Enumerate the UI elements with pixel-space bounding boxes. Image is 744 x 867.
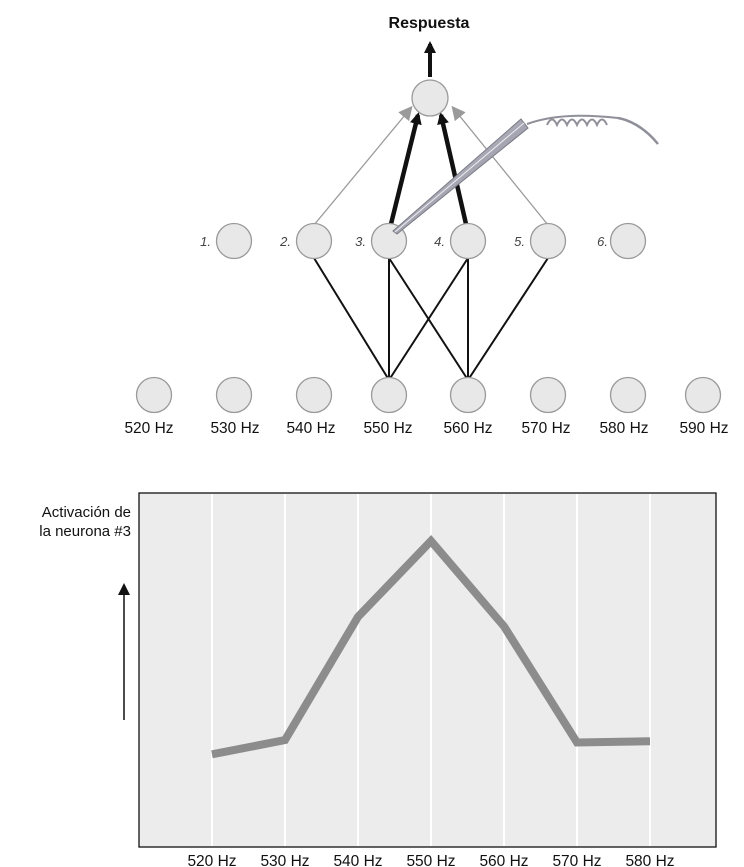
neuron-4-index: 4.	[434, 234, 445, 249]
neuron-1	[215, 222, 253, 260]
input-label-550: 550 Hz	[363, 420, 412, 437]
activation-chart: Activación de la neurona #3 520 Hz 530 Hz…	[39, 492, 717, 867]
input-node-550	[370, 376, 408, 414]
input-label-590: 590 Hz	[679, 420, 728, 437]
input-label-570: 570 Hz	[521, 420, 570, 437]
gridlines	[211, 494, 651, 846]
plot-panel	[138, 492, 717, 848]
arrow-5-to-output	[451, 105, 549, 226]
input-node-560	[449, 376, 487, 414]
input-node-580	[609, 376, 647, 414]
input-layer: 520 Hz 530 Hz 540 Hz 550 Hz 560 Hz 570 H…	[124, 376, 729, 437]
arrow-2-to-output	[313, 105, 413, 226]
y-axis-label-line1: Activación de	[42, 504, 131, 521]
neuron-5	[529, 222, 567, 260]
x-tick-label: 520 Hz	[187, 853, 236, 867]
series-points-group	[211, 540, 651, 755]
connection-560-to-3	[388, 257, 469, 381]
input-node-540	[295, 376, 333, 414]
middle-layer: 1. 2. 3. 4. 5. 6.	[200, 222, 647, 260]
x-tick-label: 580 Hz	[625, 853, 674, 867]
x-tick-label: 530 Hz	[260, 853, 309, 867]
input-label-560: 560 Hz	[443, 420, 492, 437]
neuron-2	[295, 222, 333, 260]
input-label-580: 580 Hz	[599, 420, 648, 437]
input-node-520	[135, 376, 173, 414]
neuron-6	[609, 222, 647, 260]
input-label-530: 530 Hz	[210, 420, 259, 437]
neuron-5-index: 5.	[514, 234, 525, 249]
x-tick-label: 560 Hz	[479, 853, 528, 867]
y-axis-label-line2: la neurona #3	[39, 523, 131, 540]
connection-550-to-2	[313, 257, 390, 381]
input-connections	[313, 257, 549, 381]
input-node-590	[684, 376, 722, 414]
neuron-1-index: 1.	[200, 234, 211, 249]
neuron-3-index: 3.	[355, 234, 366, 249]
neuron-4	[449, 222, 487, 260]
input-node-570	[529, 376, 567, 414]
response-label: Respuesta	[389, 15, 470, 32]
input-label-520: 520 Hz	[124, 420, 173, 437]
x-tick-label: 540 Hz	[333, 853, 382, 867]
input-node-530	[215, 376, 253, 414]
x-tick-labels: 520 Hz 530 Hz 540 Hz 550 Hz 560 Hz 570 Hz 580 …	[187, 853, 674, 867]
x-tick-label: 570 Hz	[552, 853, 601, 867]
arrow-4-to-output	[437, 112, 469, 225]
neuron-2-index: 2.	[279, 234, 291, 249]
neuron-6-index: 6.	[597, 234, 608, 249]
arrow-3-to-output	[388, 112, 422, 225]
connection-560-to-5	[467, 257, 549, 381]
input-label-540: 540 Hz	[286, 420, 335, 437]
electrode-icon	[392, 114, 659, 235]
x-tick-label: 550 Hz	[406, 853, 455, 867]
network-diagram: Respuesta 1. 2. 3.	[124, 15, 728, 437]
output-neuron	[411, 79, 449, 117]
